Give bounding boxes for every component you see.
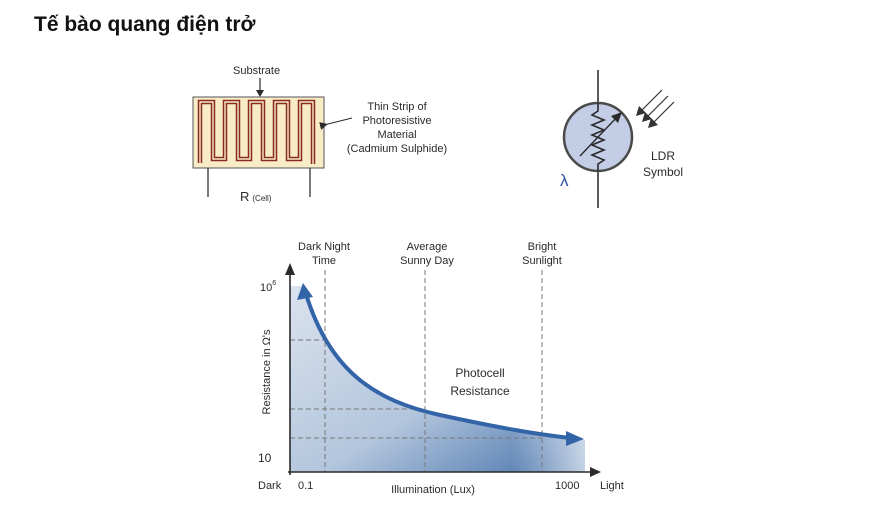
ldr-variable-arrowhead [611,112,622,123]
region-label-dark-night-1: Dark Night [298,241,350,253]
lambda-symbol: λ [560,171,569,190]
strip-pointer [319,117,353,130]
page-title: Tế bào quang điện trở [34,13,256,36]
photoresistive-strip-inner [199,101,314,164]
strip-label-line-2: Photoresistive [362,115,431,127]
y-tick-top: 106 [260,280,276,294]
region-label-sunny-day-2: Sunny Day [400,255,454,267]
x-axis-title: Illumination (Lux) [391,484,475,496]
region-label-bright-sunlight-1: Bright [528,241,557,253]
x-right-label: Light [600,480,624,492]
strip-label-line-1: Thin Strip of [367,101,427,113]
y-tick-bottom: 10 [258,451,272,465]
strip-label-line-3: Material [377,129,416,141]
y-axis-title: Resistance in Ω's [261,329,273,414]
ldr-symbol: LDR Symbol λ [560,70,683,208]
region-label-dark-night-2: Time [312,255,336,267]
cell-diagram: Substrate R(Cell) Thin Strip of Photores… [192,65,447,204]
region-label-bright-sunlight-2: Sunlight [522,255,562,267]
ldr-label-line-2: Symbol [643,165,683,179]
curve-arrowhead-start [297,283,313,300]
x-tick-left: 0.1 [298,480,313,492]
strip-label-line-4: (Cadmium Sulphide) [347,143,447,155]
y-axis-arrowhead [285,263,295,275]
ldr-label-line-1: LDR [651,149,675,163]
curve-arrowhead-end [566,431,584,446]
substrate-label: Substrate [233,65,280,77]
x-left-label: Dark [258,480,282,492]
region-label-sunny-day-1: Average [407,241,448,253]
x-tick-right: 1000 [555,480,579,492]
x-axis-arrowhead [590,467,601,477]
resistance-curve [304,292,572,440]
resistance-graph: Dark Night Time Average Sunny Day Bright… [258,241,624,496]
curve-label-line-1: Photocell [455,366,504,380]
light-rays-icon [639,89,675,125]
resistance-label: R(Cell) [240,189,272,204]
ldr-variable-arrow [579,115,619,157]
substrate-arrowhead [256,90,264,97]
curve-label-line-2: Resistance [450,384,510,398]
